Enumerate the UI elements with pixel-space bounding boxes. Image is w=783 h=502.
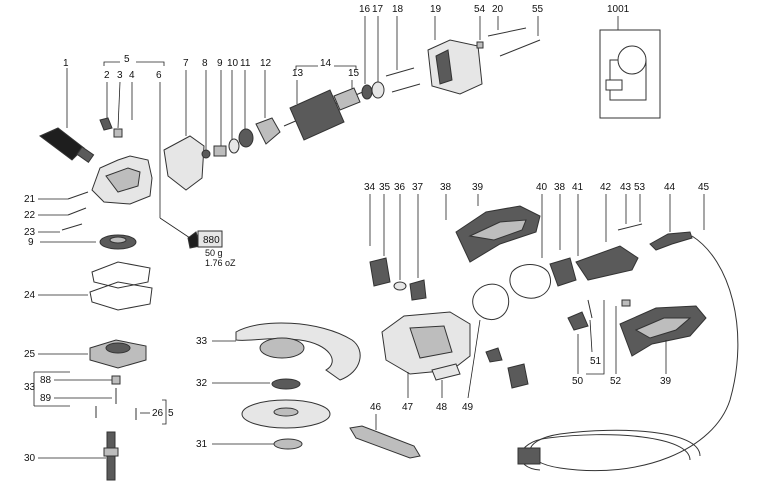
label-49: 49 <box>462 402 474 413</box>
label-45: 45 <box>698 182 710 193</box>
label-52: 52 <box>610 376 622 387</box>
label-42: 42 <box>600 182 612 193</box>
label-15: 15 <box>348 68 360 79</box>
grease-weight-g: 50 g <box>205 248 223 258</box>
label-2: 2 <box>104 70 110 81</box>
label-41: 41 <box>572 182 584 193</box>
label-43: 43 <box>620 182 632 193</box>
label-5: 5 <box>124 54 130 65</box>
label-39-handle: 39 <box>660 376 672 387</box>
label-31: 31 <box>196 439 208 450</box>
label-13: 13 <box>292 68 304 79</box>
label-39: 39 <box>472 182 484 193</box>
label-26: 26 <box>152 408 164 419</box>
label-53: 53 <box>634 182 646 193</box>
label-1001: 1001 <box>607 4 630 15</box>
label-7: 7 <box>183 58 189 69</box>
label-17: 17 <box>372 4 384 15</box>
label-54: 54 <box>474 4 486 15</box>
grease-tube <box>187 230 223 249</box>
motor-housing-half <box>455 205 541 263</box>
wheel-guard <box>235 322 361 381</box>
label-11: 11 <box>240 58 251 69</box>
label-18: 18 <box>392 4 404 15</box>
rear-handle <box>619 305 707 357</box>
label-35: 35 <box>379 182 391 193</box>
label-30: 30 <box>24 453 36 464</box>
power-cable <box>517 235 739 472</box>
label-12: 12 <box>260 58 272 69</box>
label-46: 46 <box>370 402 382 413</box>
grease-code: 880 <box>203 235 220 246</box>
armature <box>283 87 373 141</box>
label-9-left: 9 <box>28 237 34 248</box>
label-8: 8 <box>202 58 208 69</box>
label-1: 1 <box>63 58 69 69</box>
motor-housing <box>381 311 471 375</box>
label-6: 6 <box>156 70 162 81</box>
label-40: 40 <box>536 182 548 193</box>
label-25: 25 <box>24 349 36 360</box>
label-3: 3 <box>117 70 123 81</box>
label-33: 33 <box>196 336 208 347</box>
label-24: 24 <box>24 290 36 301</box>
grease-weight-oz: 1.76 oZ <box>205 258 236 268</box>
label-9-top: 9 <box>217 58 223 69</box>
label-34: 34 <box>364 182 376 193</box>
label-37: 37 <box>412 182 424 193</box>
label-20: 20 <box>492 4 504 15</box>
label-55: 55 <box>532 4 544 15</box>
label-51: 51 <box>590 356 602 367</box>
label-33-left: 33 <box>24 382 36 393</box>
label-14: 14 <box>320 58 332 69</box>
label-10: 10 <box>227 58 239 69</box>
gear-housing <box>91 155 153 205</box>
label-36: 36 <box>394 182 406 193</box>
label-48: 48 <box>436 402 448 413</box>
label-89: 89 <box>40 393 52 404</box>
label-4: 4 <box>129 70 135 81</box>
label-44: 44 <box>664 182 676 193</box>
label-19: 19 <box>430 4 442 15</box>
side-handle <box>39 68 95 163</box>
label-5-lower: 5 <box>168 408 174 419</box>
label-47: 47 <box>402 402 414 413</box>
grinding-disc <box>241 399 331 429</box>
label-16: 16 <box>359 4 371 15</box>
label-21: 21 <box>24 194 36 205</box>
label-23: 23 <box>24 227 36 238</box>
label-38b: 38 <box>554 182 566 193</box>
label-32: 32 <box>196 378 208 389</box>
label-88: 88 <box>40 375 52 386</box>
pin-wrench <box>349 425 421 459</box>
label-22: 22 <box>24 210 36 221</box>
label-38: 38 <box>440 182 452 193</box>
label-50: 50 <box>572 376 584 387</box>
